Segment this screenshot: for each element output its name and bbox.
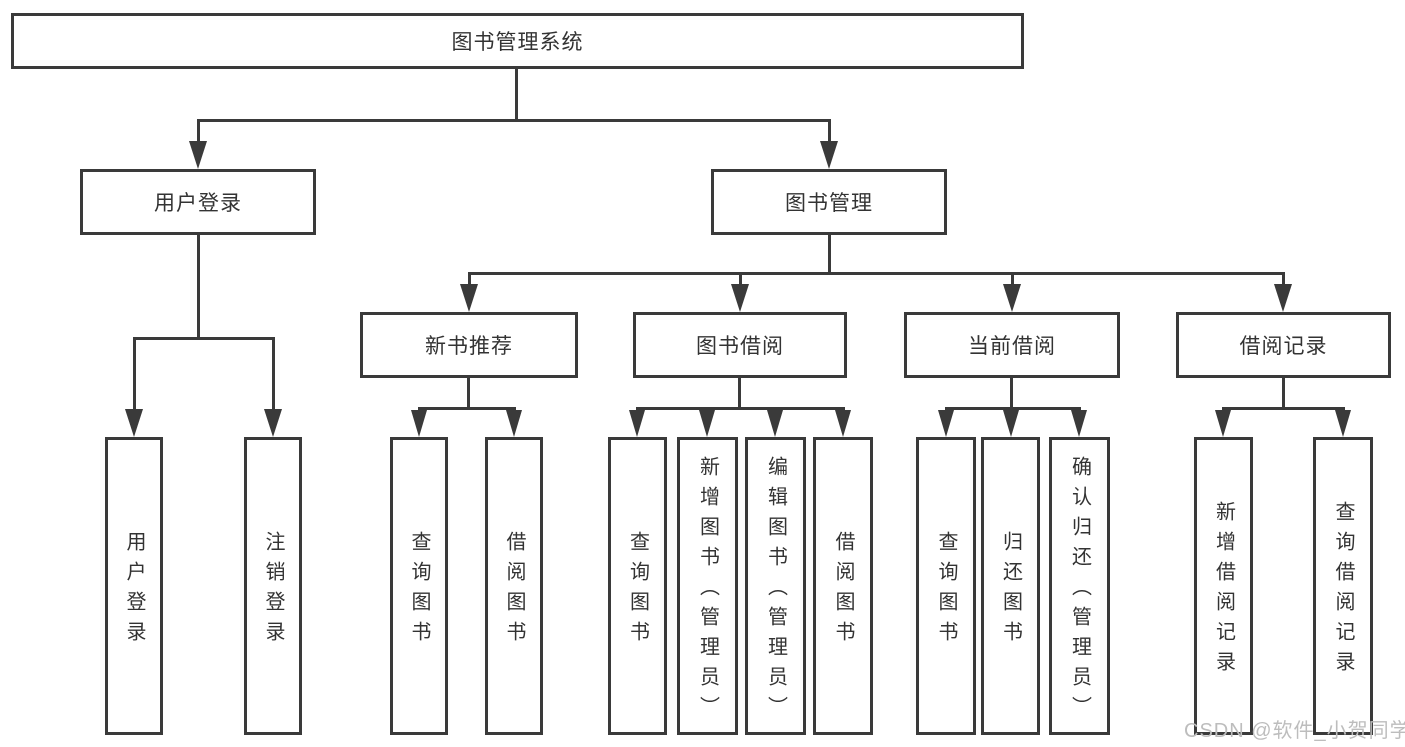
arrow-down-icon xyxy=(1274,284,1292,312)
connector-line xyxy=(738,378,741,410)
node-borrowing-records: 借阅记录 xyxy=(1176,312,1391,378)
arrow-down-icon xyxy=(938,410,954,437)
connector-line xyxy=(197,235,200,337)
node-label: 编辑图书（管理员） xyxy=(764,456,787,726)
node-label: 借阅图书 xyxy=(832,531,854,651)
node-label: 新书推荐 xyxy=(425,335,513,358)
connector-line xyxy=(1010,378,1013,410)
node-label: 图书借阅 xyxy=(696,335,784,358)
arrow-down-icon xyxy=(1071,410,1087,437)
connector-line xyxy=(468,272,1285,275)
leaf-borrow-books: 借阅图书 xyxy=(813,437,873,735)
arrow-down-icon xyxy=(629,410,645,437)
arrow-down-icon xyxy=(1003,284,1021,312)
connector-line xyxy=(636,407,845,410)
arrow-down-icon xyxy=(835,410,851,437)
arrow-down-icon xyxy=(125,409,143,437)
arrow-down-icon xyxy=(1003,410,1019,437)
node-label: 借阅图书 xyxy=(503,531,525,651)
connector-line xyxy=(515,69,518,119)
connector-line xyxy=(1282,378,1285,410)
leaf-query-books-recommend: 查询图书 xyxy=(390,437,448,735)
node-label: 当前借阅 xyxy=(968,335,1056,358)
node-label: 确认归还（管理员） xyxy=(1068,456,1091,726)
node-label: 归还图书 xyxy=(999,531,1022,651)
leaf-borrow-books-recommend: 借阅图书 xyxy=(485,437,543,735)
node-label: 图书管理 xyxy=(785,192,873,215)
node-label: 借阅记录 xyxy=(1239,335,1328,358)
connector-line xyxy=(945,407,1081,410)
arrow-down-icon xyxy=(820,141,838,169)
arrow-down-icon xyxy=(1215,410,1231,437)
arrow-down-icon xyxy=(460,284,478,312)
node-label: 查询图书 xyxy=(626,531,649,651)
leaf-query-borrow-record: 查询借阅记录 xyxy=(1313,437,1373,735)
leaf-query-books-current: 查询图书 xyxy=(916,437,976,735)
connector-line xyxy=(828,235,831,275)
leaf-add-borrow-record: 新增借阅记录 xyxy=(1194,437,1253,735)
connector-line xyxy=(133,337,274,340)
leaf-confirm-return-admin: 确认归还（管理员） xyxy=(1049,437,1110,735)
leaf-return-books: 归还图书 xyxy=(981,437,1040,735)
arrow-down-icon xyxy=(506,410,522,437)
node-label: 查询图书 xyxy=(935,531,957,651)
connector-line xyxy=(197,119,831,122)
leaf-user-login: 用户登录 xyxy=(105,437,163,735)
node-book-management: 图书管理 xyxy=(711,169,947,235)
node-book-borrowing: 图书借阅 xyxy=(633,312,847,378)
node-label: 用户登录 xyxy=(154,192,242,215)
leaf-edit-books-admin: 编辑图书（管理员） xyxy=(745,437,806,735)
arrow-down-icon xyxy=(1335,410,1351,437)
connector-line xyxy=(468,272,471,286)
arrow-down-icon xyxy=(411,410,427,437)
arrow-down-icon xyxy=(264,409,282,437)
node-user-login: 用户登录 xyxy=(80,169,316,235)
connector-line xyxy=(133,337,136,413)
connector-line xyxy=(467,378,470,410)
node-current-borrowing: 当前借阅 xyxy=(904,312,1120,378)
arrow-down-icon xyxy=(767,410,783,437)
connector-line xyxy=(1222,407,1345,410)
connector-line xyxy=(197,119,200,145)
node-label: 新增图书（管理员） xyxy=(696,456,719,726)
leaf-add-books-admin: 新增图书（管理员） xyxy=(677,437,738,735)
node-new-book-recommendation: 新书推荐 xyxy=(360,312,578,378)
node-label: 注销登录 xyxy=(262,531,284,651)
leaf-query-books-borrowing: 查询图书 xyxy=(608,437,667,735)
connector-line xyxy=(418,407,516,410)
connector-line xyxy=(272,337,275,413)
node-label: 用户登录 xyxy=(123,531,145,651)
connector-line xyxy=(1282,272,1285,286)
node-label: 新增借阅记录 xyxy=(1212,501,1235,681)
leaf-logout: 注销登录 xyxy=(244,437,302,735)
node-label: 图书管理系统 xyxy=(451,31,584,54)
node-label: 查询借阅记录 xyxy=(1332,501,1354,681)
connector-line xyxy=(1011,272,1014,286)
connector-line xyxy=(739,272,742,286)
node-library-management-system: 图书管理系统 xyxy=(11,13,1024,69)
connector-line xyxy=(828,119,831,145)
arrow-down-icon xyxy=(699,410,715,437)
arrow-down-icon xyxy=(189,141,207,169)
arrow-down-icon xyxy=(731,284,749,312)
node-label: 查询图书 xyxy=(408,531,430,651)
csdn-watermark: CSDN @软件_小贺同学 xyxy=(1184,720,1405,742)
